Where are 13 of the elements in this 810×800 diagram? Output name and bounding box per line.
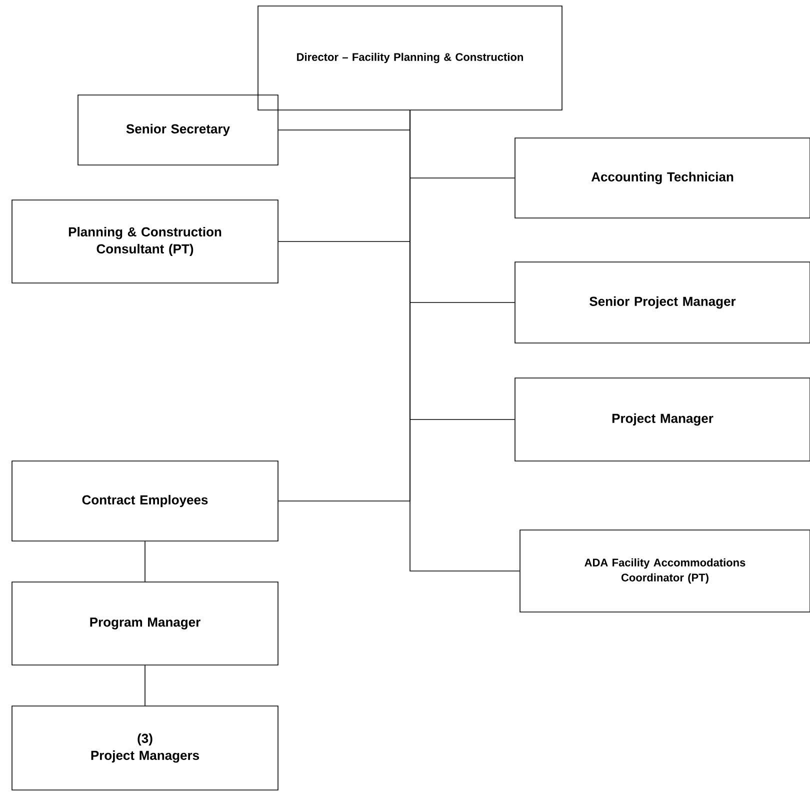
org-box: (3) Project Managers	[12, 706, 278, 790]
connector-line	[410, 110, 520, 572]
org-box: Contract Employees	[12, 460, 278, 542]
org-box: Accounting Technician	[514, 138, 810, 218]
org-box: Director – Facility Planning & Construction	[258, 6, 562, 110]
connector-line	[144, 541, 146, 582]
org-box: Senior Project Manager	[514, 262, 810, 344]
org-box: Planning & Construction Consultant (PT)	[12, 200, 278, 284]
connector-line	[144, 665, 146, 706]
org-box: Senior Secretary	[78, 94, 278, 166]
org-box: Project Manager	[514, 378, 810, 462]
org-box: ADA Facility Accommodations Coordinator (PT)	[520, 530, 810, 612]
org-box: Program Manager	[12, 582, 278, 666]
